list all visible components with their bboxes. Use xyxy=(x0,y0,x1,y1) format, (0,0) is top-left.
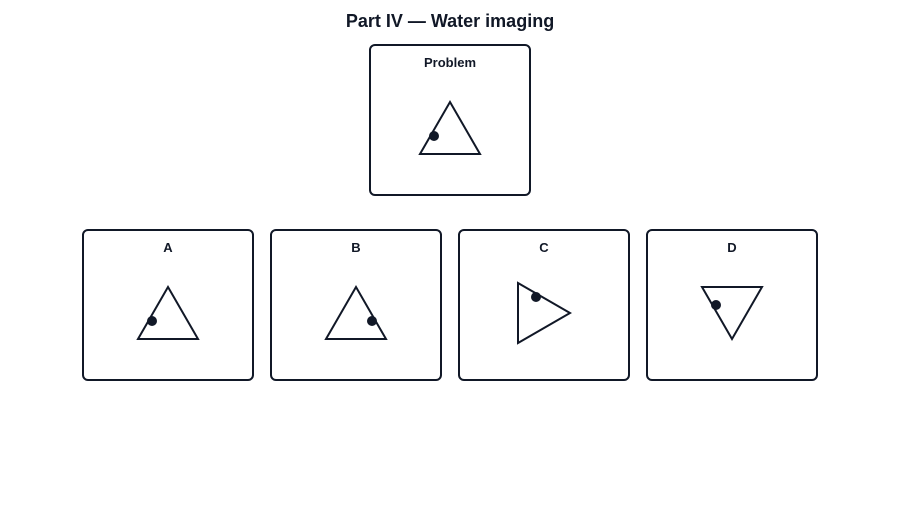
option-a-triangle xyxy=(136,284,200,340)
option-b-triangle xyxy=(324,284,388,340)
option-a-figure xyxy=(136,284,200,340)
option-b-figure xyxy=(324,284,388,340)
option-a-label: A xyxy=(163,240,173,255)
option-a-panel[interactable]: A xyxy=(82,229,254,381)
option-c-panel[interactable]: C xyxy=(458,229,630,381)
option-d-figure xyxy=(700,286,764,342)
option-c-triangle xyxy=(517,281,573,345)
problem-triangle xyxy=(418,99,482,155)
option-a-dot xyxy=(147,316,157,326)
page-title: Part IV — Water imaging xyxy=(345,11,555,31)
option-c-figure xyxy=(517,281,573,345)
option-d-panel[interactable]: D xyxy=(646,229,818,381)
option-d-label: D xyxy=(727,240,737,255)
problem-figure xyxy=(418,99,482,155)
option-d-dot xyxy=(711,300,721,310)
problem-panel: Problem xyxy=(369,44,531,196)
option-c-dot xyxy=(531,292,541,302)
option-b-panel[interactable]: B xyxy=(270,229,442,381)
problem-dot xyxy=(429,131,439,141)
option-c-label: C xyxy=(539,240,549,255)
option-b-dot xyxy=(367,316,377,326)
problem-label: Problem xyxy=(423,55,476,70)
option-d-triangle xyxy=(700,286,764,342)
option-b-label: B xyxy=(351,240,361,255)
